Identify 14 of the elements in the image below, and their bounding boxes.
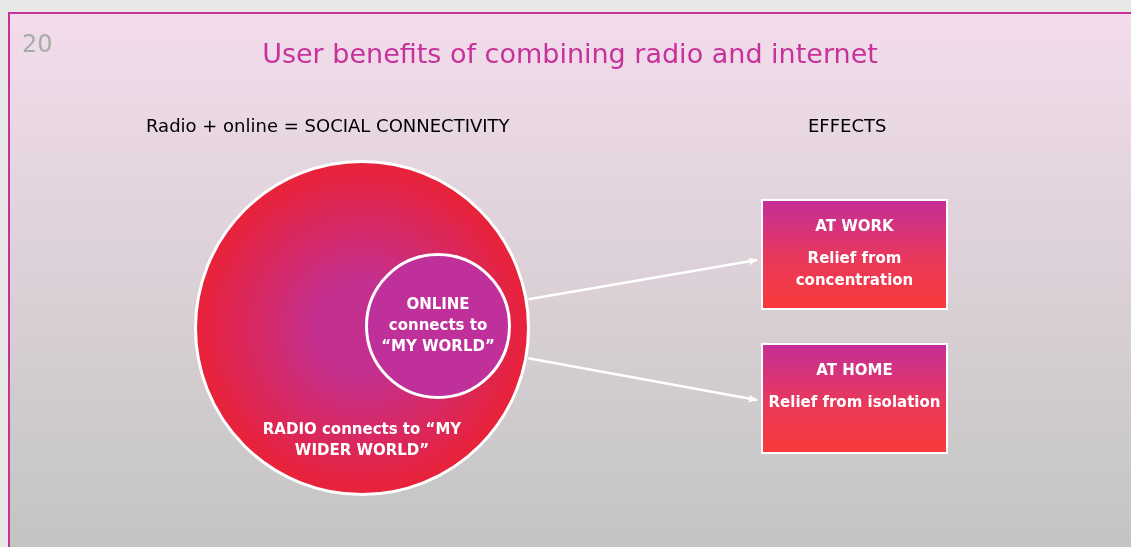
box-heading: AT HOME bbox=[816, 361, 893, 379]
circle-label: ONLINE connects to “MY WORLD” bbox=[380, 294, 496, 357]
arrow bbox=[528, 357, 758, 403]
box-text: Relief from concentration bbox=[794, 248, 915, 291]
arrow bbox=[528, 257, 758, 301]
title: User benefits of combining radio and internet bbox=[261, 38, 879, 69]
box-text: Relief from isolation bbox=[768, 392, 941, 413]
effect-box bbox=[761, 199, 948, 310]
heading-label: EFFECTS bbox=[808, 115, 887, 136]
heading-label: Radio + online = SOCIAL CONNECTIVITY bbox=[146, 115, 510, 136]
page-number: 20 bbox=[22, 30, 53, 58]
box-heading: AT WORK bbox=[815, 217, 894, 235]
circle-label: RADIO connects to “MY WIDER WORLD” bbox=[261, 419, 463, 461]
effect-box bbox=[761, 343, 948, 454]
